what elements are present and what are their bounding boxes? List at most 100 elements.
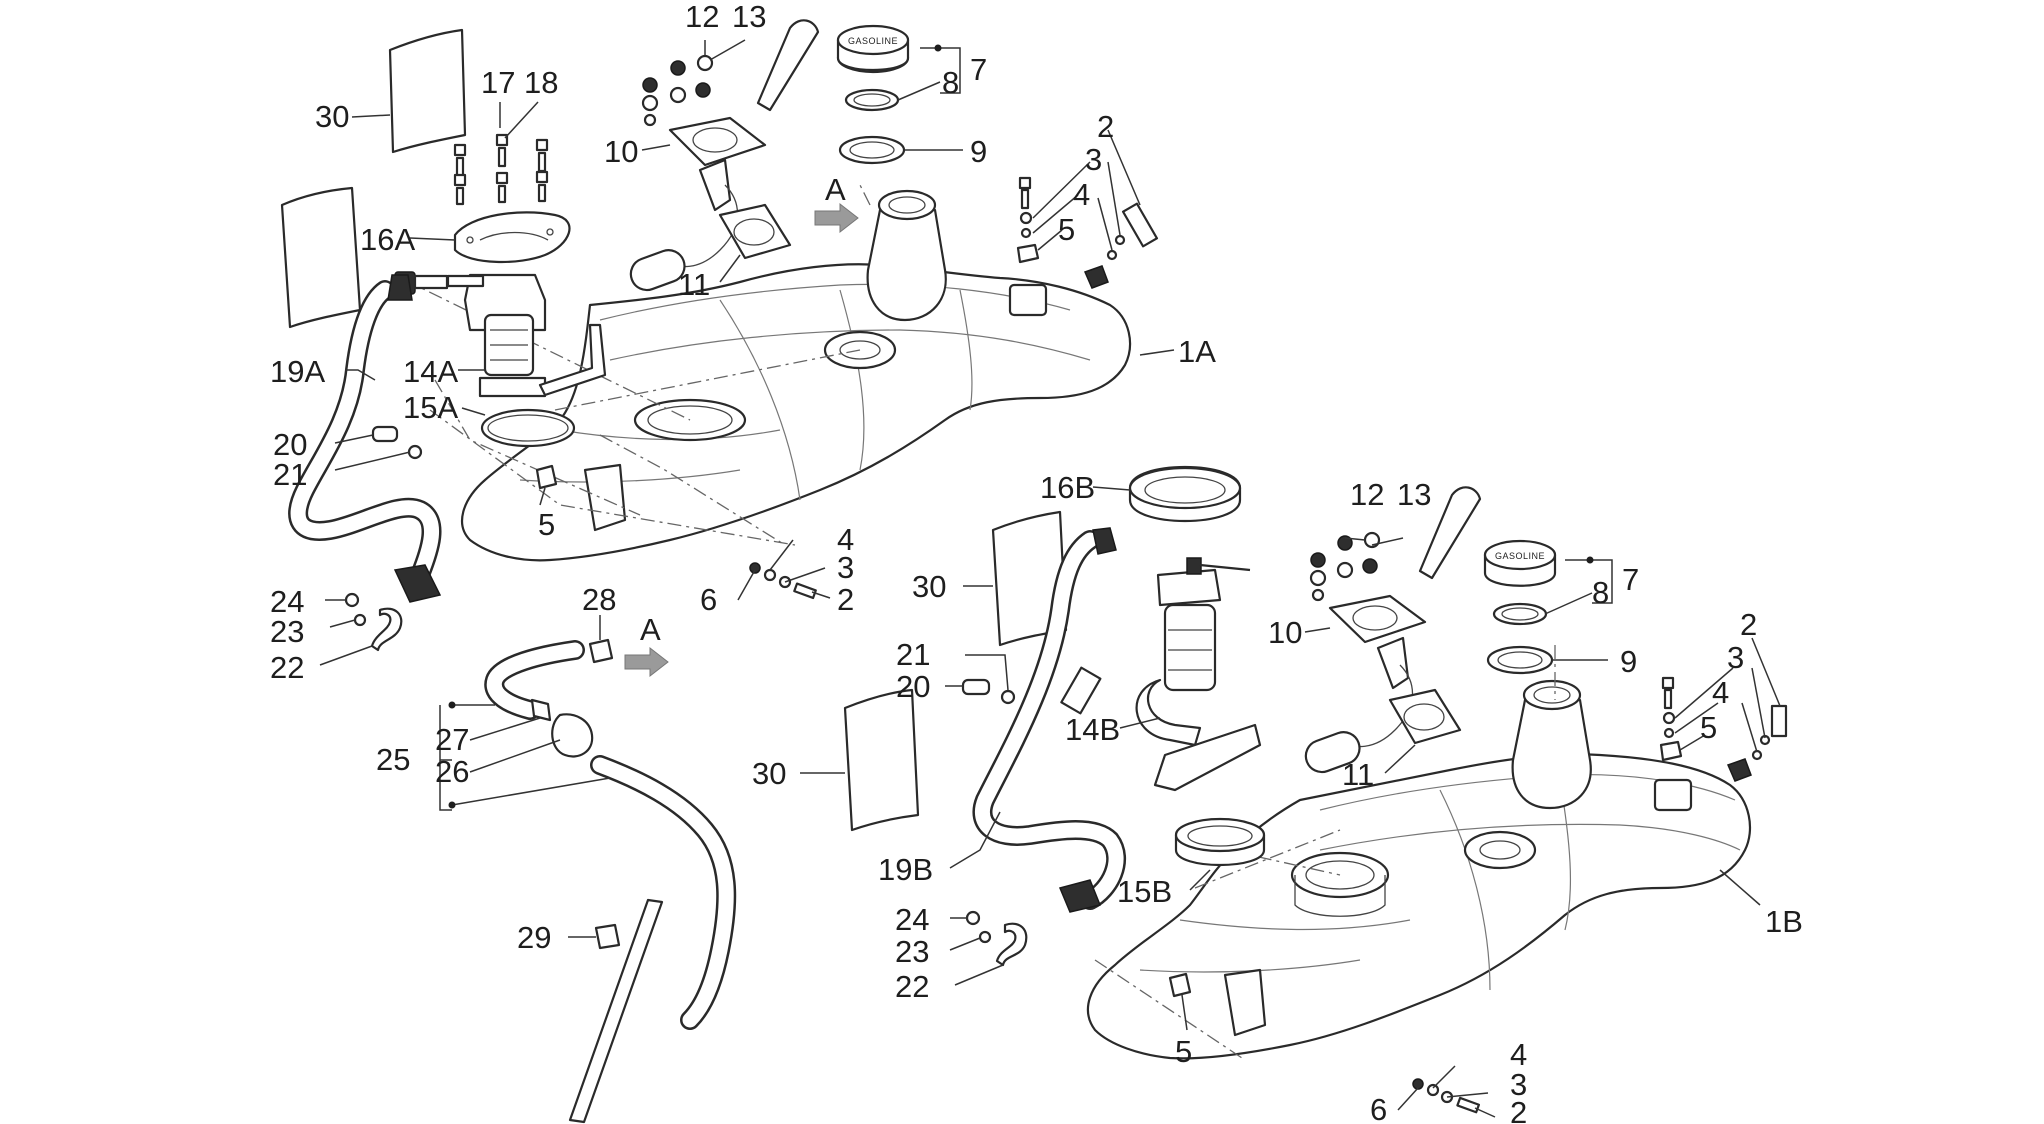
screw-21-left	[407, 444, 423, 460]
callout-11-top: 11	[678, 267, 710, 302]
callout-16b: 16B	[1040, 470, 1095, 505]
callout-16a: 16A	[360, 222, 415, 257]
connector-28	[588, 638, 614, 664]
fasteners-2-6-bottom	[1412, 1078, 1481, 1114]
assembly-axis-lines	[404, 184, 1556, 1061]
callout-8-top: 8	[942, 65, 959, 100]
screws-17-18	[453, 133, 549, 206]
callout-26: 26	[435, 754, 469, 789]
callout-6-mid: 6	[700, 582, 717, 617]
nuts-12-13-top	[641, 54, 714, 127]
pump-nut-16b	[1128, 466, 1242, 522]
clip-5-bottom	[1168, 972, 1192, 998]
callout-4-top: 4	[1073, 177, 1090, 212]
fasteners-2-5-right	[1659, 676, 1788, 782]
callout-10-right: 10	[1268, 615, 1302, 650]
callout-9-top: 9	[970, 134, 987, 169]
callout-10-top: 10	[604, 134, 638, 169]
sticker-30-upper	[280, 186, 362, 329]
fuel-hose-19b	[972, 527, 1126, 913]
callout-22-right: 22	[895, 969, 929, 1004]
fuel-cap-7-right: GASOLINE	[1483, 539, 1557, 587]
callout-4-bottom: 4	[1510, 1037, 1527, 1072]
callout-a-mid: A	[640, 612, 661, 647]
vent-hose-assembly-25	[484, 640, 737, 1030]
callout-a-top: A	[825, 172, 846, 207]
callout-30-mid: 30	[912, 569, 946, 604]
callout-20-left: 20	[273, 427, 307, 462]
fitting-20-left	[371, 425, 399, 443]
callout-23-right: 23	[895, 934, 929, 969]
callout-21-right: 21	[896, 637, 930, 672]
callout-12-top: 12	[685, 0, 719, 34]
nuts-12-13-right	[1309, 531, 1381, 602]
callout-25: 25	[376, 742, 410, 777]
clip-29	[594, 923, 621, 950]
clamp-22-24-right	[965, 910, 1028, 967]
callout-6-bottom: 6	[1370, 1092, 1387, 1124]
callout-5-bottom: 5	[1175, 1034, 1192, 1069]
ring-9-top	[838, 135, 906, 165]
callout-5-right: 5	[1700, 710, 1717, 745]
callout-28: 28	[582, 582, 616, 617]
callout-3-bottom: 3	[1510, 1067, 1527, 1102]
fuel-hose-19a	[288, 274, 442, 603]
cap-marking-right: GASOLINE	[1495, 551, 1545, 561]
callout-12-right: 12	[1350, 477, 1384, 512]
screw-21-right	[1000, 689, 1016, 705]
callout-2-right: 2	[1740, 607, 1757, 642]
callout-24-right: 24	[895, 902, 929, 937]
fasteners-2-6-mid	[749, 562, 817, 600]
callout-7-right: 7	[1622, 562, 1639, 597]
callout-22-left: 22	[270, 650, 304, 685]
callout-30-top: 30	[315, 99, 349, 134]
callout-17: 17	[481, 65, 515, 100]
callout-14a: 14A	[403, 354, 458, 389]
group-bullets	[448, 44, 1594, 809]
fitting-20-right	[961, 678, 991, 696]
callout-2-top: 2	[1097, 109, 1114, 144]
callout-11-right: 11	[1342, 757, 1374, 792]
leader-lines	[319, 39, 1781, 1118]
callout-3-top: 3	[1085, 142, 1102, 177]
callout-13-top: 13	[732, 0, 766, 34]
callout-15b: 15B	[1117, 874, 1172, 909]
pump-retainer-16a	[453, 211, 571, 263]
direction-arrow-a-top	[814, 202, 859, 234]
direction-arrow-a-mid	[624, 646, 669, 678]
callout-4-mid: 4	[837, 522, 854, 557]
fuel-level-sender-10-top	[629, 19, 820, 292]
callout-21-left: 21	[273, 457, 307, 492]
callout-20-right: 20	[896, 669, 930, 704]
callout-3-right: 3	[1727, 640, 1744, 675]
fuel-tank-1a	[461, 189, 1132, 562]
callout-29: 29	[517, 920, 551, 955]
callout-18: 18	[524, 65, 558, 100]
callout-2-bottom: 2	[1510, 1095, 1527, 1124]
callout-4-right: 4	[1712, 675, 1729, 710]
sticker-30-top	[388, 28, 467, 154]
callout-1a: 1A	[1178, 334, 1216, 369]
sticker-30-low	[843, 688, 920, 832]
callout-8-right: 8	[1592, 575, 1609, 610]
gasket-11-right	[1388, 688, 1462, 745]
callout-24-left: 24	[270, 584, 304, 619]
clip-5-left	[535, 464, 558, 490]
clamp-22-24-left	[344, 592, 403, 652]
cap-marking-top: GASOLINE	[848, 36, 898, 46]
fuel-cap-7-top: GASOLINE	[836, 24, 910, 74]
callout-7-top: 7	[970, 52, 987, 87]
fasteners-2-5-top	[1016, 176, 1159, 289]
overflow-tube	[568, 898, 664, 1124]
callout-2-mid: 2	[837, 582, 854, 617]
callout-27: 27	[435, 722, 469, 757]
callout-3-mid: 3	[837, 550, 854, 585]
callout-14b: 14B	[1065, 712, 1120, 747]
gasket-11-top	[718, 203, 792, 260]
callout-19b: 19B	[878, 852, 933, 887]
callout-23-left: 23	[270, 614, 304, 649]
callout-9-right: 9	[1620, 644, 1637, 679]
o-ring-15a	[480, 408, 576, 448]
